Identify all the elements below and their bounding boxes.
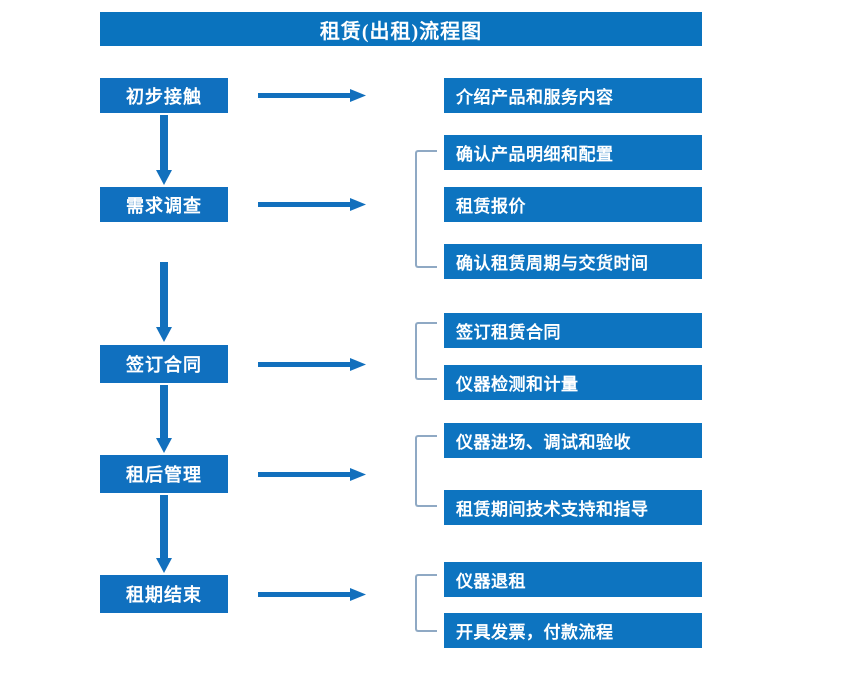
arrow-stage3-to-stage4 (153, 385, 175, 453)
page-title: 租赁(出租)流程图 (100, 12, 702, 46)
stage-box-1[interactable]: 初步接触 (100, 78, 228, 113)
detail-box-7[interactable]: 仪器进场、调试和验收 (444, 423, 702, 458)
detail-box-label: 租赁期间技术支持和指导 (456, 500, 649, 519)
stage-box-label: 签订合同 (126, 355, 202, 375)
arrow-stage1-to-details (258, 86, 366, 106)
detail-box-10[interactable]: 开具发票，付款流程 (444, 613, 702, 648)
detail-box-label: 介绍产品和服务内容 (456, 88, 614, 107)
stage-box-2[interactable]: 需求调查 (100, 187, 228, 222)
stage-box-label: 初步接触 (126, 86, 202, 107)
detail-box-label: 仪器检测和计量 (456, 375, 579, 394)
arrow-stage4-to-stage5 (153, 495, 175, 573)
detail-box-label: 确认产品明细和配置 (456, 145, 614, 164)
detail-box-label: 开具发票，付款流程 (456, 623, 614, 642)
detail-box-2[interactable]: 确认产品明细和配置 (444, 135, 702, 170)
stage-box-label: 租期结束 (126, 585, 202, 605)
stage-box-label: 租后管理 (126, 465, 202, 485)
stage-box-label: 需求调查 (126, 195, 202, 216)
detail-box-label: 仪器进场、调试和验收 (456, 433, 631, 452)
arrow-stage1-to-stage2 (153, 115, 175, 185)
bracket-group-aftercare (415, 435, 437, 507)
detail-box-label: 仪器退租 (456, 572, 526, 591)
stage-box-4[interactable]: 租后管理 (100, 455, 228, 493)
detail-box-label: 租赁报价 (456, 197, 526, 216)
arrow-stage4-to-details (258, 465, 366, 485)
detail-box-6[interactable]: 仪器检测和计量 (444, 365, 702, 400)
detail-box-1[interactable]: 介绍产品和服务内容 (444, 78, 702, 113)
bracket-group-contract (415, 322, 437, 380)
arrow-stage3-to-details (258, 355, 366, 375)
detail-box-8[interactable]: 租赁期间技术支持和指导 (444, 490, 702, 525)
stage-box-5[interactable]: 租期结束 (100, 575, 228, 613)
detail-box-9[interactable]: 仪器退租 (444, 562, 702, 597)
arrow-stage2-to-details (258, 195, 366, 215)
detail-box-label: 签订租赁合同 (456, 323, 561, 342)
bracket-group-closing (415, 574, 437, 632)
detail-box-label: 确认租赁周期与交货时间 (456, 254, 649, 273)
detail-box-5[interactable]: 签订租赁合同 (444, 313, 702, 348)
arrow-stage2-to-stage3 (153, 262, 175, 342)
detail-box-3[interactable]: 租赁报价 (444, 187, 702, 222)
stage-box-3[interactable]: 签订合同 (100, 345, 228, 383)
bracket-group-requirements (415, 150, 437, 268)
detail-box-4[interactable]: 确认租赁周期与交货时间 (444, 244, 702, 279)
arrow-stage5-to-details (258, 585, 366, 605)
